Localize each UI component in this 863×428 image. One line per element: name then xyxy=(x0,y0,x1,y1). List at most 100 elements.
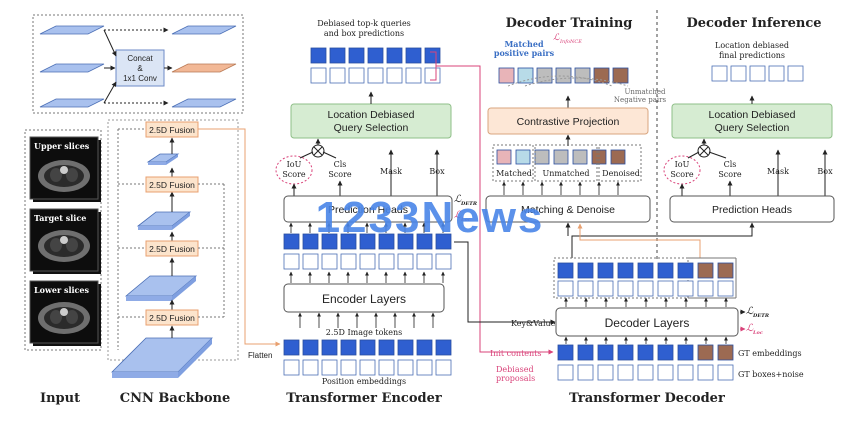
projected-token xyxy=(574,67,591,84)
box-token xyxy=(348,67,365,84)
content-token xyxy=(657,344,674,361)
content-token xyxy=(677,344,694,361)
position-token xyxy=(283,253,300,270)
image-tokens xyxy=(283,339,452,376)
final-box-token xyxy=(730,65,747,82)
decoder-box-token xyxy=(597,280,614,297)
content-token xyxy=(617,344,634,361)
decoder-token xyxy=(597,262,614,279)
svg-text:IoU: IoU xyxy=(675,160,690,169)
svg-text:Location debiased: Location debiased xyxy=(715,41,789,50)
fused-feature-slab xyxy=(171,63,237,73)
position-token xyxy=(416,253,433,270)
encoder-token xyxy=(416,233,433,250)
content-token xyxy=(637,344,654,361)
key-value-label: Key&Value xyxy=(511,319,556,328)
svg-text:Cls: Cls xyxy=(724,160,737,169)
svg-text:Loc: Loc xyxy=(752,330,763,336)
content-token xyxy=(577,344,594,361)
decoder-box-token xyxy=(577,280,594,297)
proposal-token xyxy=(657,364,674,381)
encoder-token xyxy=(397,233,414,250)
matched-token xyxy=(553,149,569,165)
proposal-token xyxy=(677,364,694,381)
init-contents-label: Init contents xyxy=(490,349,542,358)
svg-text:ℒ: ℒ xyxy=(553,33,560,43)
position-token xyxy=(378,253,395,270)
final-box-token xyxy=(768,65,785,82)
position-token xyxy=(340,253,357,270)
svg-text:ℒ: ℒ xyxy=(746,306,754,317)
gt-embeddings-label: GT embeddings xyxy=(738,349,802,358)
decoder-token xyxy=(677,262,694,279)
section-cnn-title: CNN Backbone xyxy=(120,391,230,406)
decoder-token xyxy=(577,262,594,279)
decoder-box-token xyxy=(637,280,654,297)
proposal-token xyxy=(617,364,634,381)
gt-boxes-label: GT boxes+noise xyxy=(738,370,804,379)
contrastive-projection-box xyxy=(487,107,649,135)
svg-text:2.5D Fusion: 2.5D Fusion xyxy=(149,244,195,254)
encoder-token xyxy=(378,233,395,250)
position-token xyxy=(397,359,414,376)
svg-text:Score: Score xyxy=(670,170,694,179)
svg-text:InfoNCE: InfoNCE xyxy=(559,39,582,45)
svg-text:2.5D Fusion: 2.5D Fusion xyxy=(149,125,195,135)
position-token xyxy=(302,359,319,376)
amp-label: & xyxy=(137,64,143,73)
decoder-token xyxy=(637,262,654,279)
topk-query-tokens xyxy=(310,47,441,84)
conv-label: 1x1 Conv xyxy=(123,74,157,83)
svg-text:Location Debiased: Location Debiased xyxy=(328,109,415,121)
transformer-encoder: Debiased top-k queries and box predictio… xyxy=(275,19,477,386)
debiased-label-2: proposals xyxy=(496,374,535,383)
content-token xyxy=(557,344,574,361)
box-token xyxy=(386,67,403,84)
proposal-token xyxy=(717,364,734,381)
svg-text:ℒ: ℒ xyxy=(454,210,462,221)
svg-text:Cls: Cls xyxy=(334,160,347,169)
proposal-token xyxy=(557,364,574,381)
position-token xyxy=(302,253,319,270)
decoder-input-tokens xyxy=(557,344,734,381)
content-token xyxy=(597,344,614,361)
projected-token xyxy=(517,67,534,84)
topk-caption-1: Debiased top-k queries xyxy=(317,19,411,28)
position-token xyxy=(435,253,452,270)
target-slice-label: Target slice xyxy=(34,213,86,223)
matched-token xyxy=(534,149,550,165)
svg-text:Decoder Layers: Decoder Layers xyxy=(605,316,690,330)
matched-token xyxy=(572,149,588,165)
svg-text:2.5D Fusion: 2.5D Fusion xyxy=(149,313,195,323)
prediction-heads-inference xyxy=(669,195,835,223)
svg-text:Prediction Heads: Prediction Heads xyxy=(712,204,792,216)
svg-text:Score: Score xyxy=(718,170,742,179)
svg-text:DETR: DETR xyxy=(460,201,477,207)
query-token xyxy=(386,47,403,64)
encoder-token xyxy=(302,233,319,250)
image-token xyxy=(340,339,357,356)
encoder-token xyxy=(359,233,376,250)
final-box-token xyxy=(749,65,766,82)
section-decoder-title: Transformer Decoder xyxy=(569,391,725,406)
flatten-label: Flatten xyxy=(248,351,272,360)
svg-text:Matching & Denoise: Matching & Denoise xyxy=(521,204,615,216)
svg-text:Query Selection: Query Selection xyxy=(334,122,409,134)
image-token xyxy=(397,339,414,356)
decoder-token xyxy=(617,262,634,279)
proposal-token xyxy=(697,364,714,381)
decoder-box-token xyxy=(717,280,734,297)
decoder-layers-box xyxy=(555,307,739,337)
image-token xyxy=(283,339,300,356)
section-decoder-training-title: Decoder Training xyxy=(506,16,633,31)
decoder-box-token xyxy=(557,280,574,297)
final-box-token xyxy=(787,65,804,82)
position-token xyxy=(378,359,395,376)
section-encoder-title: Transformer Encoder xyxy=(286,391,442,406)
matched-token xyxy=(496,149,512,165)
svg-text:positive pairs: positive pairs xyxy=(494,48,555,58)
query-token xyxy=(405,47,422,64)
query-token xyxy=(367,47,384,64)
box-token xyxy=(424,67,441,84)
